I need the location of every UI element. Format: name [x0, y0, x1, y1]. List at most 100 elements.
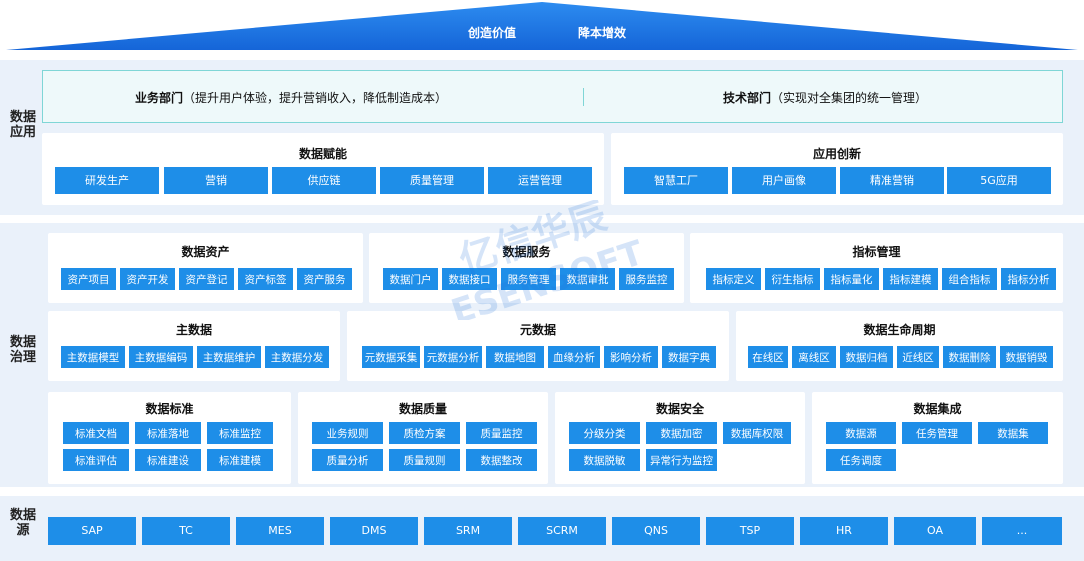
source-dms[interactable]: DMS [330, 517, 418, 545]
chip-quality-1[interactable]: 业务规则 [311, 421, 384, 445]
business-department: 业务部门（提升用户体验，提升营销收入，降低制造成本） [135, 89, 447, 106]
source-mes[interactable]: MES [236, 517, 324, 545]
chip-lifecycle-4[interactable]: 近线区 [896, 345, 940, 369]
chip-assets-5[interactable]: 资产服务 [296, 267, 353, 291]
panel-enablement: 数据赋能 研发生产 营销 供应链 质量管理 运营管理 [42, 133, 604, 205]
chip-lifecycle-3[interactable]: 数据归档 [839, 345, 894, 369]
chip-quality-6[interactable]: 数据整改 [465, 448, 538, 472]
chip-standards-2[interactable]: 标准落地 [134, 421, 202, 445]
panel-master: 主数据 主数据模型 主数据编码 主数据维护 主数据分发 [48, 311, 340, 381]
business-department-name: 业务部门 [135, 91, 184, 105]
panel-title: 主数据 [175, 323, 212, 337]
chip-standards-3[interactable]: 标准监控 [206, 421, 274, 445]
chip-enablement-2[interactable]: 营销 [164, 167, 268, 194]
chip-innovation-2[interactable]: 用户画像 [732, 167, 836, 194]
panel-meta: 元数据 元数据采集 元数据分析 数据地图 血缘分析 影响分析 数据字典 [347, 311, 729, 381]
chip-quality-4[interactable]: 质量分析 [311, 448, 384, 472]
chip-services-1[interactable]: 数据门户 [382, 267, 439, 291]
chip-innovation-4[interactable]: 5G应用 [947, 167, 1051, 194]
panel-innovation: 应用创新 智慧工厂 用户画像 精准营销 5G应用 [611, 133, 1063, 205]
chip-integration-1[interactable]: 数据源 [825, 421, 897, 445]
chip-lifecycle-2[interactable]: 离线区 [791, 345, 837, 369]
chip-lifecycle-1[interactable]: 在线区 [747, 345, 789, 369]
chip-metrics-3[interactable]: 指标量化 [823, 267, 880, 291]
chip-services-3[interactable]: 服务管理 [500, 267, 557, 291]
chip-quality-3[interactable]: 质量监控 [465, 421, 538, 445]
sources-label: 数据源 [10, 508, 37, 538]
chip-meta-5[interactable]: 影响分析 [603, 345, 659, 369]
chip-standards-4[interactable]: 标准评估 [62, 448, 130, 472]
chip-services-5[interactable]: 服务监控 [618, 267, 675, 291]
panel-metrics: 指标管理 指标定义 衍生指标 指标量化 指标建模 组合指标 指标分析 [690, 233, 1063, 303]
department-bar: 业务部门（提升用户体验，提升营销收入，降低制造成本） 技术部门（实现对全集团的统… [42, 70, 1063, 123]
source-oa[interactable]: OA [894, 517, 976, 545]
chip-security-5[interactable]: 异常行为监控 [645, 448, 718, 472]
chip-security-1[interactable]: 分级分类 [568, 421, 641, 445]
chip-standards-5[interactable]: 标准建设 [134, 448, 202, 472]
chip-enablement-5[interactable]: 运营管理 [488, 167, 592, 194]
chip-integration-2[interactable]: 任务管理 [901, 421, 973, 445]
panel-title: 应用创新 [812, 147, 861, 161]
chip-integration-4[interactable]: 任务调度 [825, 448, 897, 472]
source-hr[interactable]: HR [800, 517, 888, 545]
chip-innovation-1[interactable]: 智慧工厂 [624, 167, 728, 194]
source-srm[interactable]: SRM [424, 517, 512, 545]
source-tc[interactable]: TC [142, 517, 230, 545]
chip-meta-2[interactable]: 元数据分析 [423, 345, 483, 369]
application-label: 数据应用 [10, 110, 37, 140]
panel-title: 数据生命周期 [863, 323, 936, 337]
chip-enablement-1[interactable]: 研发生产 [55, 167, 159, 194]
chip-standards-6[interactable]: 标准建模 [206, 448, 274, 472]
panel-security: 数据安全 分级分类 数据加密 数据库权限 数据脱敏 异常行为监控 [555, 392, 805, 484]
panel-lifecycle: 数据生命周期 在线区 离线区 数据归档 近线区 数据删除 数据销毁 [736, 311, 1063, 381]
chip-innovation-3[interactable]: 精准营销 [840, 167, 944, 194]
chip-master-4[interactable]: 主数据分发 [264, 345, 330, 369]
chip-security-2[interactable]: 数据加密 [645, 421, 718, 445]
chip-meta-1[interactable]: 元数据采集 [361, 345, 421, 369]
panel-title: 数据赋能 [298, 147, 347, 161]
chip-lifecycle-5[interactable]: 数据删除 [942, 345, 997, 369]
chip-master-3[interactable]: 主数据维护 [196, 345, 262, 369]
chip-metrics-5[interactable]: 组合指标 [941, 267, 998, 291]
chip-metrics-6[interactable]: 指标分析 [1000, 267, 1057, 291]
panel-title: 数据质量 [398, 402, 447, 416]
panel-standards: 数据标准 标准文档 标准落地 标准监控 标准评估 标准建设 标准建模 [48, 392, 291, 484]
chip-metrics-1[interactable]: 指标定义 [705, 267, 762, 291]
chip-lifecycle-6[interactable]: 数据销毁 [999, 345, 1054, 369]
tech-department-name: 技术部门 [723, 91, 772, 105]
tech-department-desc: （实现对全集团的统一管理） [771, 91, 928, 105]
panel-title: 指标管理 [852, 245, 901, 259]
chip-quality-2[interactable]: 质检方案 [388, 421, 461, 445]
chip-metrics-2[interactable]: 衍生指标 [764, 267, 821, 291]
chip-assets-1[interactable]: 资产项目 [60, 267, 117, 291]
source-more[interactable]: ... [982, 517, 1062, 545]
chip-master-2[interactable]: 主数据编码 [128, 345, 194, 369]
source-tsp[interactable]: TSP [706, 517, 794, 545]
roof-left-text: 创造价值 [468, 26, 517, 40]
chip-quality-5[interactable]: 质量规则 [388, 448, 461, 472]
chip-enablement-4[interactable]: 质量管理 [380, 167, 484, 194]
chip-services-4[interactable]: 数据审批 [559, 267, 616, 291]
source-sap[interactable]: SAP [48, 517, 136, 545]
department-divider [583, 88, 584, 106]
chip-integration-3[interactable]: 数据集 [977, 421, 1049, 445]
chip-assets-3[interactable]: 资产登记 [178, 267, 235, 291]
chip-enablement-3[interactable]: 供应链 [272, 167, 376, 194]
source-scrm[interactable]: SCRM [518, 517, 606, 545]
chip-meta-4[interactable]: 血缘分析 [547, 345, 601, 369]
panel-title: 数据集成 [913, 402, 962, 416]
chip-master-1[interactable]: 主数据模型 [60, 345, 126, 369]
chip-meta-3[interactable]: 数据地图 [485, 345, 545, 369]
chip-security-3[interactable]: 数据库权限 [722, 421, 792, 445]
chip-meta-6[interactable]: 数据字典 [661, 345, 717, 369]
panel-integration: 数据集成 数据源 任务管理 数据集 任务调度 [812, 392, 1063, 484]
chip-assets-2[interactable]: 资产开发 [119, 267, 176, 291]
business-department-desc: （提升用户体验，提升营销收入，降低制造成本） [183, 91, 448, 105]
chip-security-4[interactable]: 数据脱敏 [568, 448, 641, 472]
chip-services-2[interactable]: 数据接口 [441, 267, 498, 291]
chip-metrics-4[interactable]: 指标建模 [882, 267, 939, 291]
source-qns[interactable]: QNS [612, 517, 700, 545]
roof-right-text: 降本增效 [578, 26, 627, 40]
chip-standards-1[interactable]: 标准文档 [62, 421, 130, 445]
chip-assets-4[interactable]: 资产标签 [237, 267, 294, 291]
